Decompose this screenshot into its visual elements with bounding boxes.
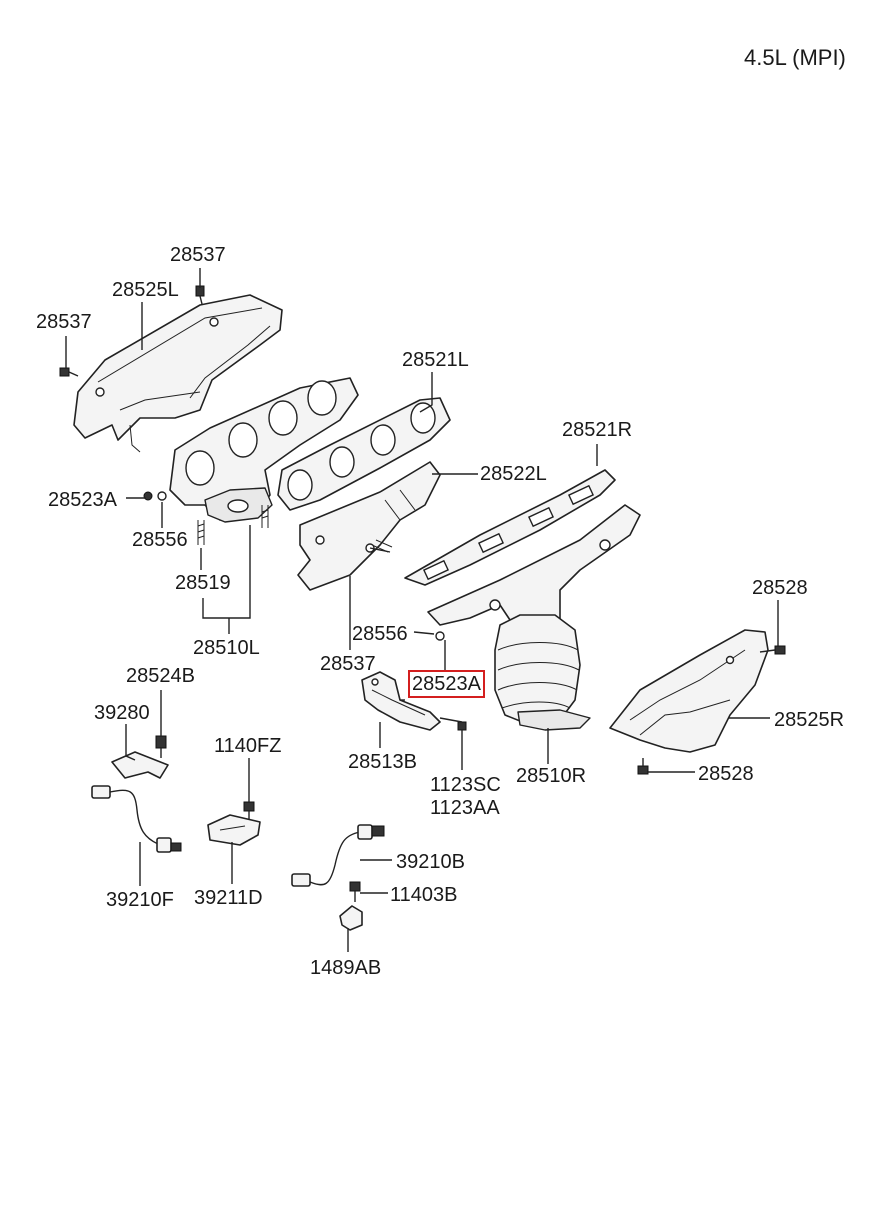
part-label-39210B[interactable]: 39210B — [396, 851, 465, 873]
oxygen-sensor-front[interactable] — [91, 785, 182, 853]
leader-lines — [65, 268, 779, 952]
gasket-right[interactable] — [404, 469, 616, 586]
part-label-28528-bottom[interactable]: 28528 — [698, 763, 754, 785]
part-label-1140FZ[interactable]: 1140FZ — [214, 735, 282, 757]
part-label-1489AB[interactable]: 1489AB — [310, 957, 382, 979]
part-label-39211D[interactable]: 39211D — [194, 887, 263, 909]
heat-protector-left[interactable] — [297, 461, 441, 591]
part-label-28510L[interactable]: 28510L — [193, 637, 260, 659]
exhaust-manifold-left[interactable] — [169, 377, 359, 545]
part-label-28525L[interactable]: 28525L — [112, 279, 179, 301]
exhaust-manifold-right[interactable] — [427, 504, 641, 731]
part-label-28556-mid[interactable]: 28556 — [352, 623, 408, 645]
part-label-28537-mid[interactable]: 28537 — [320, 653, 376, 675]
fasteners — [59, 285, 786, 902]
part-label-28513B[interactable]: 28513B — [348, 751, 417, 773]
part-label-28521L[interactable]: 28521L — [402, 349, 469, 371]
part-label-28537-left[interactable]: 28537 — [36, 311, 92, 333]
heat-shield-left[interactable] — [73, 294, 283, 453]
part-label-28523A-selected[interactable]: 28523A — [408, 670, 485, 698]
gasket-left[interactable] — [277, 397, 451, 511]
part-label-39280[interactable]: 39280 — [94, 702, 150, 724]
part-label-28528-top[interactable]: 28528 — [752, 577, 808, 599]
bracket[interactable] — [361, 671, 441, 731]
part-label-11403B[interactable]: 11403B — [390, 884, 458, 906]
part-label-39210F[interactable]: 39210F — [106, 889, 174, 911]
part-label-28537-top[interactable]: 28537 — [170, 244, 226, 266]
sensor-bracket-39211D[interactable] — [207, 814, 261, 846]
part-label-28522L[interactable]: 28522L — [480, 463, 547, 485]
part-label-28519[interactable]: 28519 — [175, 572, 231, 594]
heat-shield-right[interactable] — [609, 629, 769, 753]
part-label-28521R[interactable]: 28521R — [562, 419, 633, 441]
part-label-28524B[interactable]: 28524B — [126, 665, 195, 687]
part-label-28556-left[interactable]: 28556 — [132, 529, 188, 551]
sensor-bracket-39280[interactable] — [111, 751, 169, 779]
part-label-1123SC[interactable]: 1123SC — [430, 774, 501, 796]
engine-variant-title: 4.5L (MPI) — [744, 45, 846, 70]
part-label-28510R[interactable]: 28510R — [516, 765, 587, 787]
part-label-28523A-left[interactable]: 28523A — [48, 489, 117, 511]
part-label-1123AA[interactable]: 1123AA — [430, 797, 500, 819]
part-label-28525R[interactable]: 28525R — [774, 709, 845, 731]
oxygen-sensor-rear[interactable] — [291, 824, 385, 887]
clamp-1489AB[interactable] — [339, 905, 363, 931]
